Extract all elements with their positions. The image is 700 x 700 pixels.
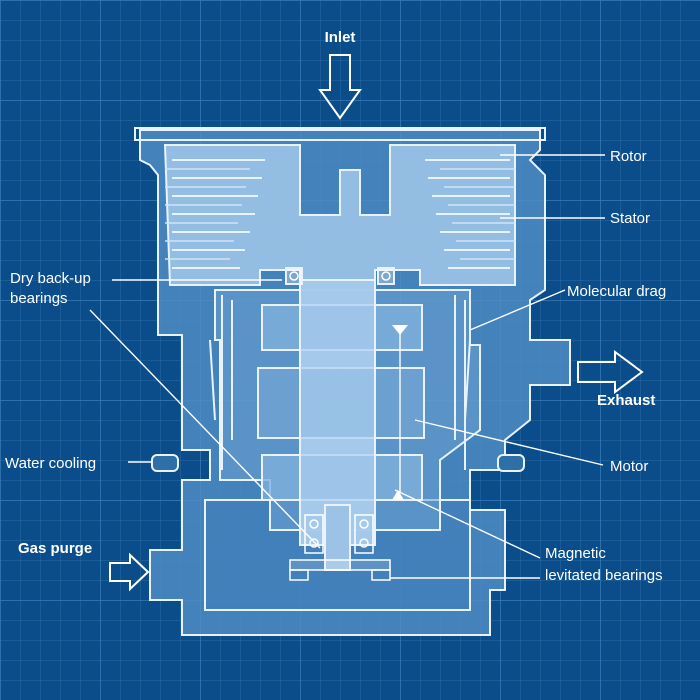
label-water-cooling: Water cooling [5, 455, 96, 472]
leader-lines [89, 154, 605, 579]
gas-purge-arrow [109, 552, 150, 592]
shaft [324, 504, 351, 571]
molecular-drag-section [209, 295, 471, 470]
label-inlet: Inlet [325, 29, 356, 46]
label-gas-purge: Gas purge [18, 540, 92, 557]
dry-backup-bearings [285, 267, 395, 285]
label-molecular-drag: Molecular drag [567, 283, 666, 300]
motor [257, 279, 425, 546]
label-exhaust: Exhaust [597, 392, 655, 409]
label-dry-backup-2: bearings [10, 290, 68, 307]
rotor-blades-right [425, 159, 510, 269]
label-stator: Stator [610, 210, 650, 227]
label-dry-backup-1: Dry back-up [10, 270, 91, 287]
label-magnetic-1: Magnetic [545, 545, 606, 562]
label-magnetic-2: levitated bearings [545, 567, 663, 584]
water-cooling-slot-right [497, 454, 525, 472]
rotor-blades-left [172, 159, 265, 269]
exhaust-arrow [577, 350, 644, 394]
stator-blades [165, 168, 515, 260]
flow-arrow-down [392, 490, 404, 500]
water-cooling-slot-left [151, 454, 179, 472]
label-rotor: Rotor [610, 148, 647, 165]
inlet-arrow [318, 54, 362, 120]
magnetic-bearings [289, 514, 391, 581]
label-motor: Motor [610, 458, 648, 475]
